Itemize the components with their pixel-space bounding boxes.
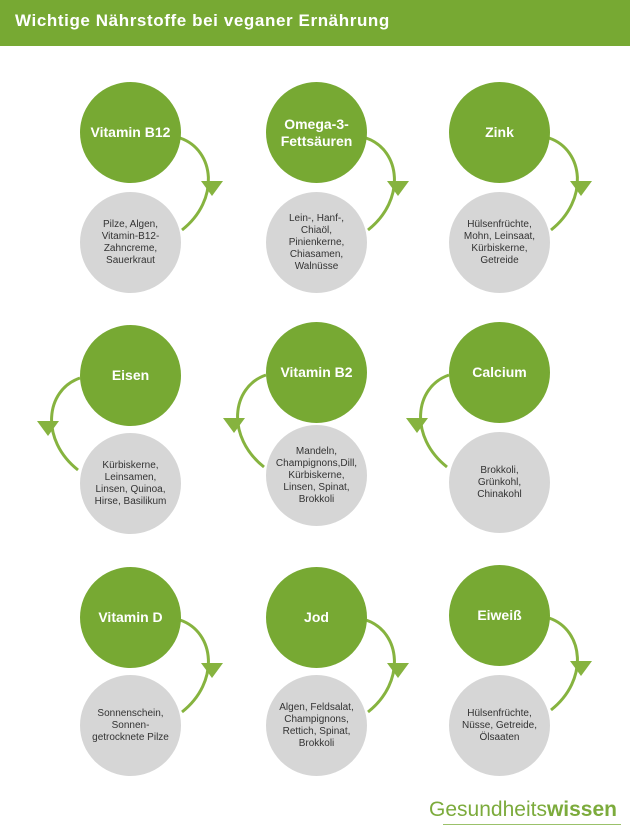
nutrient-circle-vitamin-d: Vitamin D (80, 567, 181, 668)
header-bar: Wichtige Nährstoffe bei veganer Ernährun… (0, 0, 630, 46)
nutrient-circle-vitamin-b12: Vitamin B12 (80, 82, 181, 183)
nutrient-sources: Kürbiskerne, Leinsamen, Linsen, Quinoa, … (94, 459, 167, 507)
arrowhead-icon (201, 663, 223, 678)
arrowhead-icon (570, 181, 592, 196)
nutrient-circle-zink: Zink (449, 82, 550, 183)
connector-arrow (236, 373, 267, 469)
nutrient-circle-eiweiss: Eiweiß (449, 565, 550, 666)
sources-circle-eiweiss: Hülsenfrüchte, Nüsse, Getreide, Ölsaaten (449, 675, 550, 776)
nutrient-name: Calcium (472, 364, 527, 380)
logo-underline (443, 824, 621, 825)
nutrient-circle-eisen: Eisen (80, 325, 181, 426)
sources-circle-vitamin-b12: Pilze, Algen, Vitamin-B12- Zahncreme, Sa… (80, 192, 181, 293)
connector-arrow (50, 376, 81, 472)
sources-circle-zink: Hülsenfrüchte, Mohn, Leinsaat, Kürbisker… (449, 192, 550, 293)
arrowhead-icon (406, 418, 428, 433)
sources-circle-vitamin-b2: Mandeln, Champignons,Dill, Kürbiskerne, … (266, 425, 367, 526)
sources-circle-calcium: Brokkoli, Grünkohl, Chinakohl (449, 432, 550, 533)
nutrient-name: Vitamin D (98, 609, 163, 625)
arrowhead-icon (387, 663, 409, 678)
nutrient-name: Eiweiß (477, 607, 522, 623)
nutrient-name: Vitamin B12 (90, 124, 171, 140)
nutrient-circle-jod: Jod (266, 567, 367, 668)
nutrient-name: Eisen (111, 367, 150, 383)
nutrient-circle-calcium: Calcium (449, 322, 550, 423)
connector-arrow (548, 136, 579, 232)
nutrient-sources: Brokkoli, Grünkohl, Chinakohl (477, 464, 522, 500)
sources-circle-omega-3: Lein-, Hanf-, Chiaöl, Pinienkerne, Chias… (266, 192, 367, 293)
logo-part-1: Gesundheits (429, 798, 547, 821)
nutrient-circle-omega-3: Omega-3- Fettsäuren (266, 82, 367, 183)
connector-arrow (548, 616, 579, 712)
connector-arrow (365, 618, 396, 714)
connector-arrow (419, 373, 450, 469)
nutrient-name: Vitamin B2 (280, 364, 353, 380)
arrowhead-icon (37, 421, 59, 436)
sources-circle-eisen: Kürbiskerne, Leinsamen, Linsen, Quinoa, … (80, 433, 181, 534)
connector-arrow (179, 618, 210, 714)
brand-logo: Gesundheitswissen (429, 798, 617, 822)
arrowhead-icon (223, 418, 245, 433)
nutrient-name: Omega-3- Fettsäuren (280, 115, 353, 149)
sources-circle-vitamin-d: Sonnenschein, Sonnen- getrocknete Pilze (80, 675, 181, 776)
nutrient-sources: Hülsenfrüchte, Nüsse, Getreide, Ölsaaten (461, 707, 538, 743)
nutrient-sources: Pilze, Algen, Vitamin-B12- Zahncreme, Sa… (101, 218, 160, 266)
nutrient-name: Zink (485, 124, 514, 140)
nutrient-circle-vitamin-b2: Vitamin B2 (266, 322, 367, 423)
connector-arrow (179, 136, 210, 232)
nutrient-sources: Algen, Feldsalat, Champignons, Rettich, … (279, 701, 354, 749)
nutrient-sources: Sonnenschein, Sonnen- getrocknete Pilze (92, 707, 169, 743)
nutrient-name: Jod (304, 609, 329, 625)
arrowhead-icon (201, 181, 223, 196)
nutrient-sources: Mandeln, Champignons,Dill, Kürbiskerne, … (275, 445, 358, 505)
arrowhead-icon (387, 181, 409, 196)
logo-part-2: wissen (546, 798, 617, 821)
nutrient-sources: Lein-, Hanf-, Chiaöl, Pinienkerne, Chias… (288, 212, 345, 272)
arrowhead-icon (570, 661, 592, 676)
page-title: Wichtige Nährstoffe bei veganer Ernährun… (15, 11, 390, 30)
connector-arrow (365, 136, 396, 232)
nutrient-sources: Hülsenfrüchte, Mohn, Leinsaat, Kürbisker… (463, 218, 536, 266)
sources-circle-jod: Algen, Feldsalat, Champignons, Rettich, … (266, 675, 367, 776)
